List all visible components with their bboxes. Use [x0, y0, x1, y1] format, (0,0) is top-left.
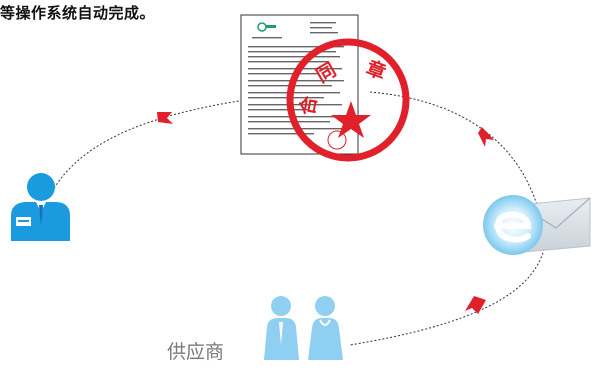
supplier-people-icon	[264, 296, 343, 360]
supplier-label: 供应商	[167, 341, 225, 363]
caption: 等操作系统自动完成。	[0, 4, 156, 22]
email-icon	[483, 195, 591, 255]
staff-user-icon	[11, 173, 70, 241]
seal-char-top-right: 章	[363, 56, 389, 84]
flow-arrow-icon	[478, 127, 494, 147]
flow-loop-path	[49, 91, 546, 346]
flow-arrow-icon	[465, 296, 486, 314]
seal-stamp-icon: 同 章 合	[286, 38, 410, 162]
flow-arrow-icon	[157, 112, 173, 124]
seal-char-left: 合	[295, 93, 321, 117]
